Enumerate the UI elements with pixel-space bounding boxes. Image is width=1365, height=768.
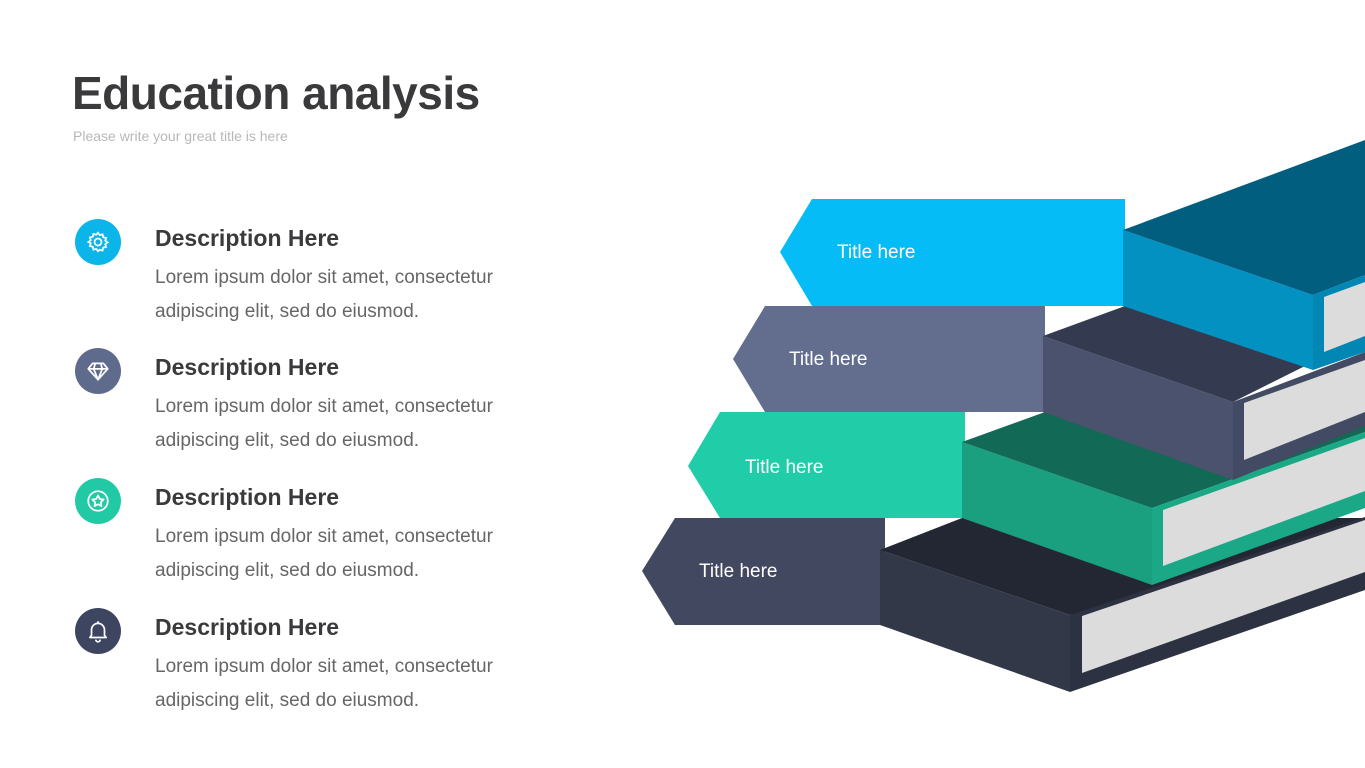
step-1-arrow (780, 199, 1125, 306)
item-text-line: adipiscing elit, sed do eiusmod. (155, 430, 420, 451)
book-2-spine (1043, 336, 1233, 480)
item-text-line: Lorem ipsum dolor sit amet, consectetur (155, 526, 493, 547)
step-2-arrow (733, 306, 1045, 412)
step-3-label: Title here (745, 457, 824, 478)
page-subtitle: Please write your great title is here (73, 128, 288, 144)
stacked-books-diagram: Title here Title here Title here Title h… (642, 140, 1365, 692)
step-2: Title here (733, 306, 1365, 480)
item-text: Lorem ipsum dolor sit amet, consectetur … (155, 261, 525, 329)
step-1: Title here (780, 140, 1365, 370)
step-4-label: Title here (699, 561, 778, 582)
item-heading: Description Here (155, 354, 340, 380)
gear-badge (75, 219, 121, 265)
item-text-line: adipiscing elit, sed do eiusmod. (155, 560, 420, 581)
item-text: Lorem ipsum dolor sit amet, consectetur … (155, 390, 525, 458)
step-4: Title here (642, 517, 1365, 692)
step-3-arrow (688, 412, 965, 518)
description-item-1: Description Here Lorem ipsum dolor sit a… (75, 219, 545, 329)
item-text: Lorem ipsum dolor sit amet, consectetur … (155, 650, 525, 718)
step-4-arrow (642, 518, 885, 625)
item-text-line: Lorem ipsum dolor sit amet, consectetur (155, 396, 493, 417)
diamond-badge (75, 348, 121, 394)
page-title: Education analysis (72, 67, 480, 119)
bell-icon (89, 621, 107, 643)
book-1-page-edge (1324, 282, 1365, 352)
item-heading: Description Here (155, 484, 340, 510)
item-heading: Description Here (155, 614, 340, 640)
gear-icon (86, 231, 110, 253)
item-heading: Description Here (155, 225, 340, 251)
step-2-label: Title here (789, 349, 868, 370)
step-1-label: Title here (837, 242, 916, 263)
bell-badge (75, 608, 121, 654)
book-4-spine (880, 550, 1070, 692)
description-item-3: Description Here Lorem ipsum dolor sit a… (75, 478, 545, 588)
book-3-spine (962, 442, 1152, 585)
book-2-page-edge (1244, 360, 1365, 460)
item-text-line: adipiscing elit, sed do eiusmod. (155, 690, 420, 711)
book-1-spine (1123, 230, 1313, 370)
star-badge (75, 478, 121, 524)
book-4-page-edge (1082, 520, 1365, 673)
item-text-line: adipiscing elit, sed do eiusmod. (155, 301, 420, 322)
book-3-page-edge (1163, 438, 1365, 566)
book-1-top (1123, 140, 1365, 295)
description-item-2: Description Here Lorem ipsum dolor sit a… (75, 348, 545, 458)
star-badge-icon (87, 490, 109, 512)
item-text: Lorem ipsum dolor sit amet, consectetur … (155, 520, 525, 588)
description-item-4: Description Here Lorem ipsum dolor sit a… (75, 608, 545, 718)
item-text-line: Lorem ipsum dolor sit amet, consectetur (155, 267, 493, 288)
item-text-line: Lorem ipsum dolor sit amet, consectetur (155, 656, 493, 677)
diamond-icon (87, 362, 109, 381)
